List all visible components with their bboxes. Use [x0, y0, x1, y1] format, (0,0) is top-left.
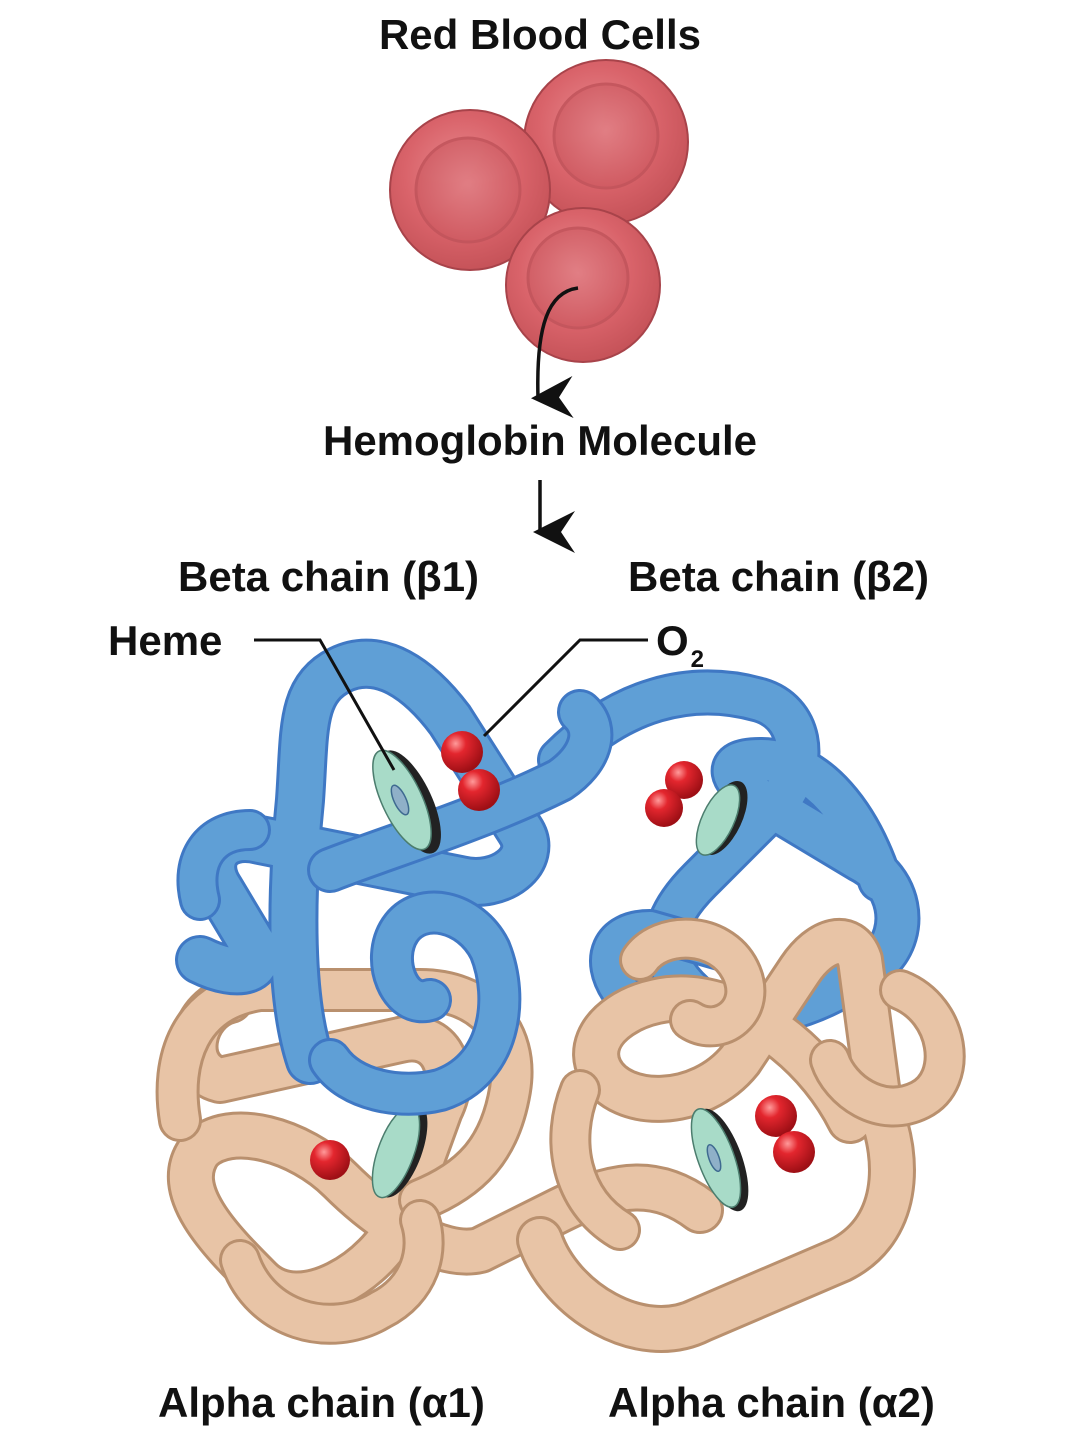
beta2-heme-icon	[695, 780, 748, 856]
red-blood-cells	[389, 59, 689, 363]
label-oxygen-base: O	[656, 617, 689, 664]
beta-chain-1	[175, 638, 614, 1116]
beta2-oxygen	[645, 761, 703, 827]
rbc-left	[389, 109, 551, 271]
beta1-oxygen	[441, 731, 500, 811]
label-oxygen: O2	[656, 617, 704, 672]
heme-leader-line	[254, 638, 396, 771]
alpha2-oxygen	[755, 1095, 815, 1173]
label-alpha-chain-2: Alpha chain (α2)	[608, 1379, 935, 1426]
label-heme: Heme	[108, 617, 223, 664]
label-alpha-chain-1: Alpha chain (α1)	[158, 1379, 485, 1426]
label-beta-chain-1: Beta chain (β1)	[178, 553, 480, 600]
rbc-top-right	[523, 59, 689, 225]
label-beta-chain-2: Beta chain (β2)	[628, 553, 930, 600]
label-oxygen-subscript: 2	[690, 646, 705, 673]
title-red-blood-cells: Red Blood Cells	[378, 11, 702, 58]
alpha2-heme-icon	[690, 1107, 749, 1212]
rbc-bottom	[505, 207, 661, 363]
alpha1-oxygen	[310, 1140, 350, 1180]
alpha-chain-2	[516, 917, 966, 1353]
oxygen-leader-line	[482, 638, 648, 738]
arrow-cell-to-hemoglobin	[531, 286, 579, 419]
label-hemoglobin-molecule: Hemoglobin Molecule	[322, 417, 758, 464]
beta1-heme-icon	[372, 749, 441, 854]
